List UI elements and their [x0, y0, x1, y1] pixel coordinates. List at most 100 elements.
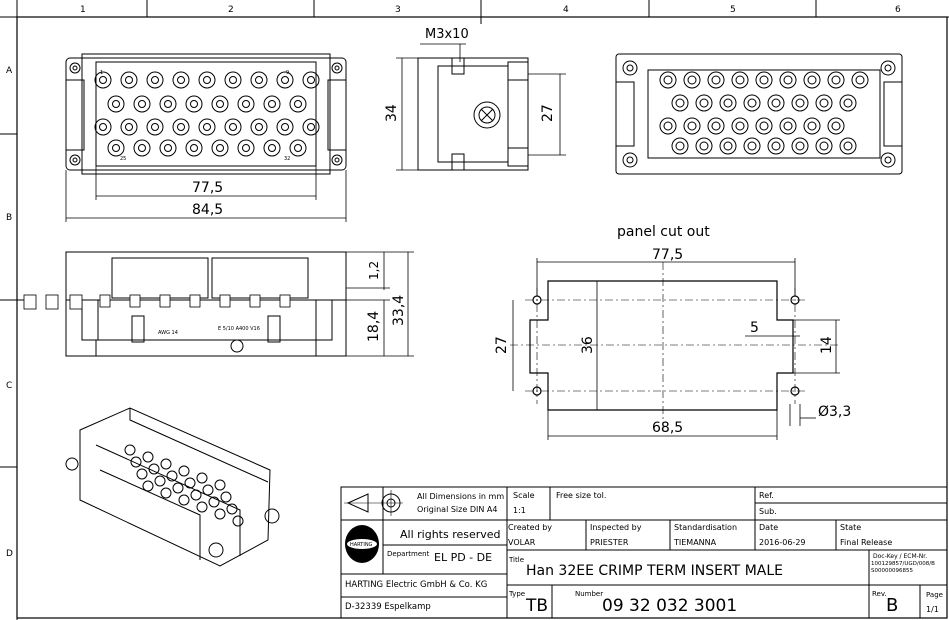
contact-pin: [671, 94, 689, 112]
col-label: 2: [228, 5, 234, 15]
number-label: Number: [575, 590, 604, 598]
contact-pin: [307, 76, 315, 84]
row-label: C: [6, 381, 12, 391]
rev-label: Rev.: [872, 590, 887, 598]
contact-pin: [151, 123, 159, 131]
panel-dim-left: 27: [494, 336, 510, 354]
contact-pin: [268, 100, 276, 108]
contact-pin: [190, 100, 198, 108]
contact-pin: [807, 75, 817, 85]
contact-pin: [224, 71, 242, 89]
logo-text: HARTING: [350, 542, 373, 548]
contact-pin: [281, 123, 289, 131]
department-label: Department: [387, 550, 430, 558]
contact-pin: [719, 94, 737, 112]
panel-dim-top: 77,5: [652, 247, 683, 263]
contact-pin: [707, 117, 725, 135]
dockey-value-2: S00000096855: [871, 568, 913, 574]
contact-pin: [177, 76, 185, 84]
contact-pin: [289, 139, 307, 157]
contact-pin: [831, 121, 841, 131]
contact-pin: [843, 98, 853, 108]
contact-pin: [281, 76, 289, 84]
contact-pin: [695, 137, 713, 155]
dim-width-inner: 77,5: [192, 180, 223, 196]
panel-dim-notch-h: 14: [819, 336, 835, 354]
contact-pin: [166, 470, 178, 482]
contact-pin: [699, 141, 709, 151]
contact-pin: [178, 494, 190, 506]
contact-pin: [302, 71, 320, 89]
contact-pin: [133, 95, 151, 113]
front-marking: AWG 14: [158, 330, 178, 336]
dim-width-outer: 84,5: [192, 202, 223, 218]
contact-pin: [671, 137, 689, 155]
state-value: Final Release: [840, 538, 893, 547]
dim-front-top: 1,2: [367, 261, 381, 280]
projection-symbol-icon: [344, 490, 403, 516]
contact-pin: [687, 75, 697, 85]
contact-pin: [220, 491, 232, 503]
contact-pin: [211, 139, 229, 157]
contact-pin: [779, 117, 797, 135]
contact-pin: [120, 118, 138, 136]
row-label: D: [6, 549, 13, 559]
top-view: [65, 53, 347, 175]
contact-pin: [815, 137, 833, 155]
contact-pin: [138, 144, 146, 152]
free-size-tol: Free size tol.: [556, 491, 607, 500]
contact-pin: [743, 137, 761, 155]
row-label: B: [6, 213, 12, 223]
contact-pin: [743, 94, 761, 112]
contact-pin: [263, 95, 281, 113]
contact-pin: [707, 71, 725, 89]
harting-logo-icon: [345, 525, 379, 563]
contact-pin: [203, 76, 211, 84]
pin-number: 1: [100, 70, 103, 76]
scale-value: 1:1: [513, 506, 526, 515]
contact-pin: [819, 98, 829, 108]
contact-pin: [663, 121, 673, 131]
contact-pin: [178, 465, 190, 477]
screw-label: M3x10: [425, 27, 469, 42]
contact-pin: [839, 94, 857, 112]
contact-pin: [675, 141, 685, 151]
all-rights: All rights reserved: [400, 528, 501, 541]
contact-pin: [755, 117, 773, 135]
col-label: 5: [730, 5, 736, 15]
contact-pin: [242, 100, 250, 108]
contact-pin: [255, 76, 263, 84]
contact-pin: [767, 94, 785, 112]
contact-pin: [164, 100, 172, 108]
page-value: 1/1: [926, 605, 939, 614]
col-label: 1: [80, 5, 86, 15]
contact-pin: [276, 118, 294, 136]
contact-pin: [133, 139, 151, 157]
contact-pin: [783, 121, 793, 131]
contact-pin: [779, 71, 797, 89]
scale-label: Scale: [513, 491, 535, 500]
contact-pin: [190, 489, 202, 501]
contact-pin: [146, 71, 164, 89]
contact-pin: [795, 98, 805, 108]
contact-pin: [107, 139, 125, 157]
contact-pin: [154, 475, 166, 487]
contact-pin: [138, 100, 146, 108]
contact-pin: [771, 98, 781, 108]
contact-pin: [208, 496, 220, 508]
contact-pin: [783, 75, 793, 85]
contact-pin: [815, 94, 833, 112]
contact-pin: [216, 144, 224, 152]
panel-dim-hole: Ø3,3: [818, 404, 851, 420]
contact-pin: [250, 118, 268, 136]
contact-pin: [159, 95, 177, 113]
contact-pin: [224, 118, 242, 136]
contact-pin: [242, 144, 250, 152]
contact-pin: [731, 117, 749, 135]
inspected-by-value: PRIESTER: [590, 538, 629, 547]
contact-pin: [99, 76, 107, 84]
contact-pin: [250, 71, 268, 89]
contact-pin: [747, 141, 757, 151]
contact-pin: [124, 444, 136, 456]
contact-pin: [855, 75, 865, 85]
